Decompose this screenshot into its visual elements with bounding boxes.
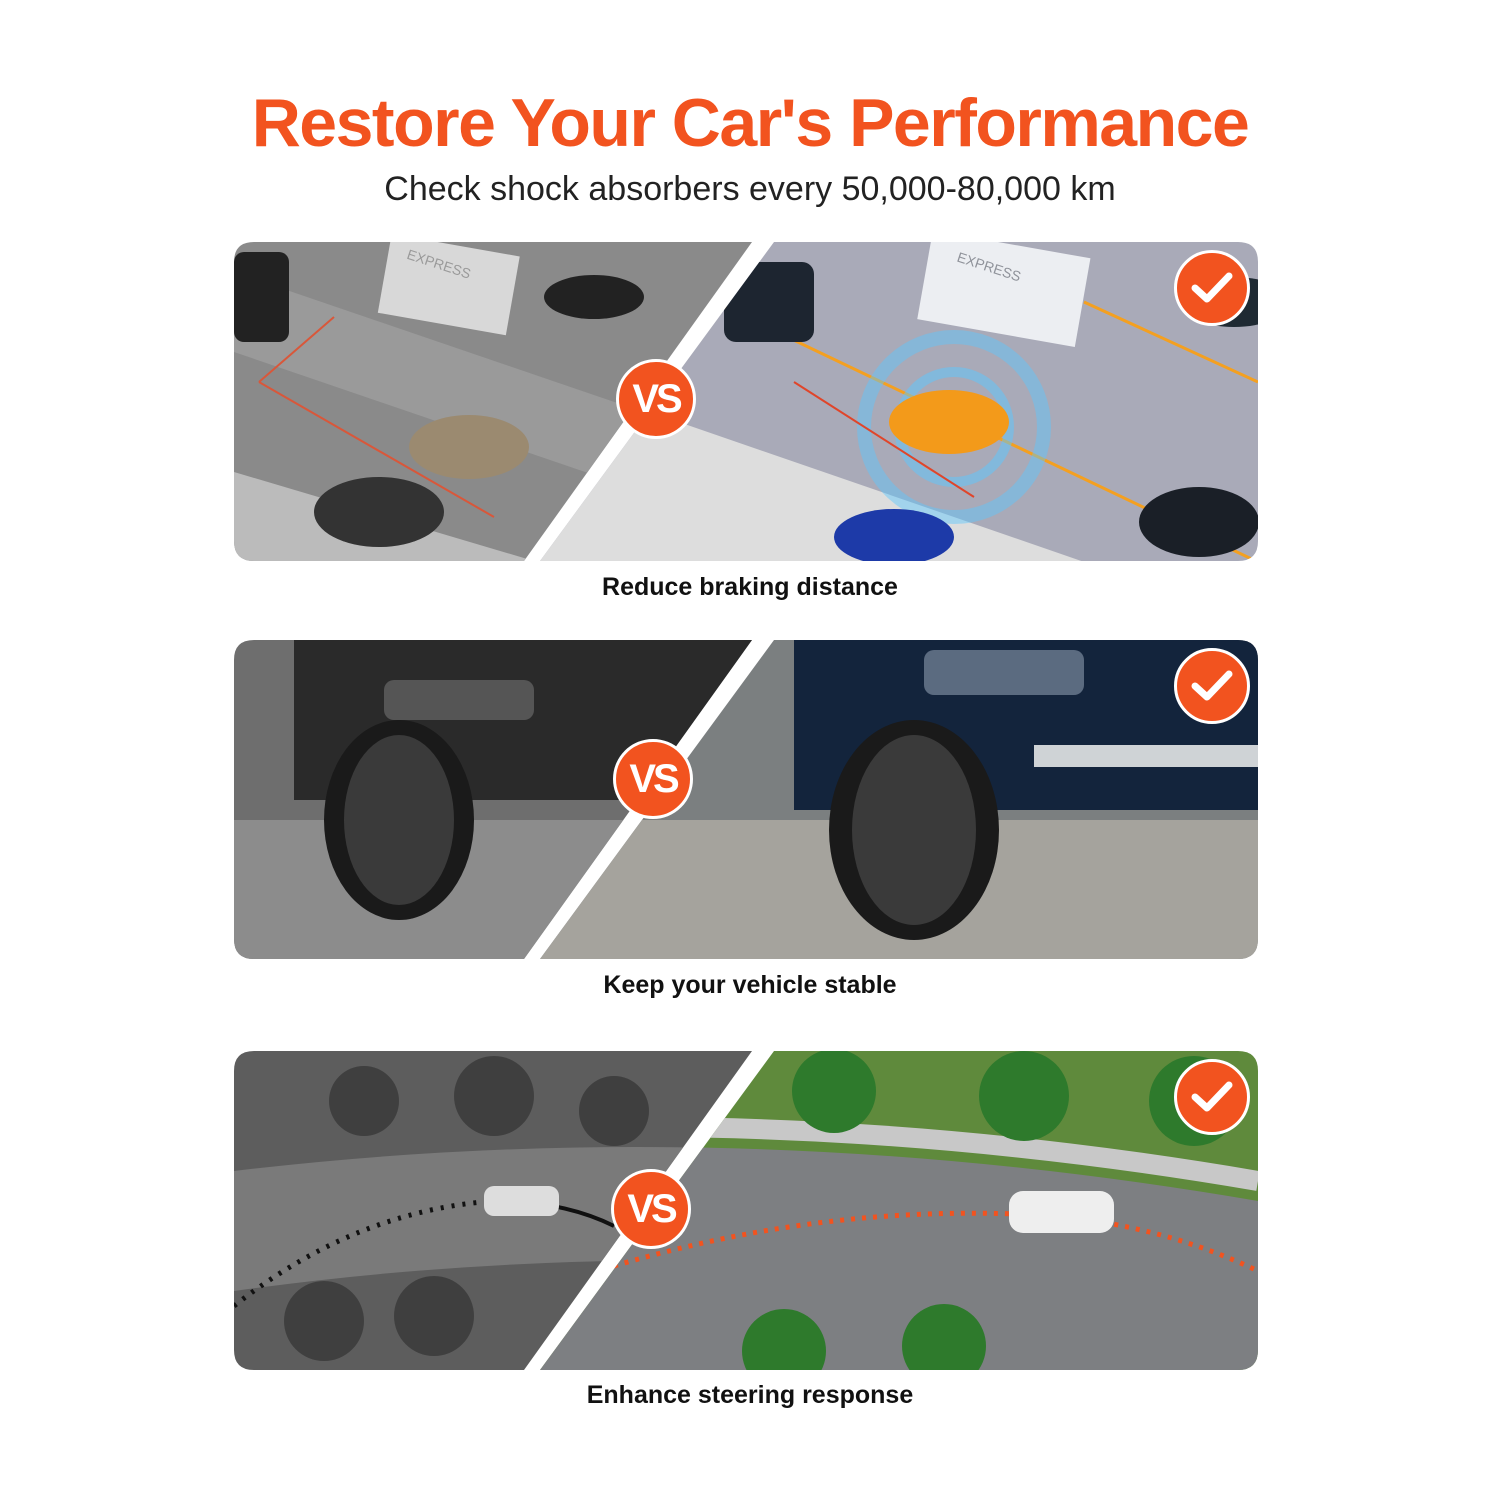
braking-comparison-image: EXPRESS EXPRESS: [234, 242, 1258, 561]
checkmark-icon: [1174, 250, 1250, 326]
vs-badge: VS: [613, 739, 693, 819]
braking-comparison-panel: EXPRESS EXPRESS VS: [234, 242, 1258, 561]
stability-comparison-panel: VS: [234, 640, 1258, 959]
stability-comparison-image: [234, 640, 1258, 959]
checkmark-icon: [1174, 1059, 1250, 1135]
caption-stability: Keep your vehicle stable: [603, 971, 897, 999]
page-subtitle: Check shock absorbers every 50,000-80,00…: [384, 170, 1116, 208]
vs-badge: VS: [611, 1169, 691, 1249]
steering-comparison-image: [234, 1051, 1258, 1370]
steering-comparison-panel: VS: [234, 1051, 1258, 1370]
after-scene: [540, 640, 1258, 959]
vs-badge: VS: [616, 359, 696, 439]
after-scene: EXPRESS: [540, 242, 1258, 561]
caption-steering: Enhance steering response: [586, 1381, 914, 1409]
checkmark-icon: [1174, 648, 1250, 724]
caption-braking: Reduce braking distance: [602, 573, 898, 601]
page-title: Restore Your Car's Performance: [251, 85, 1250, 161]
